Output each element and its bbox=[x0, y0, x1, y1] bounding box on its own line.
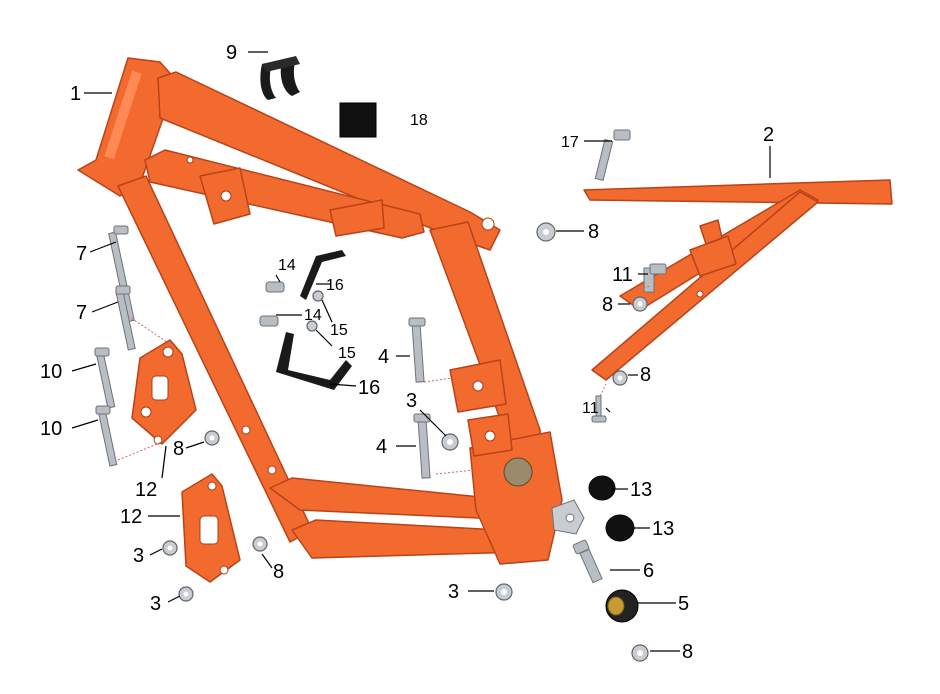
bolt-14-upper bbox=[265, 281, 285, 293]
callout-12-a: 12 bbox=[135, 479, 157, 501]
callout-5: 5 bbox=[678, 593, 689, 615]
part-18 bbox=[339, 102, 377, 138]
callout-8-c: 8 bbox=[640, 364, 651, 386]
bolt-4-lower bbox=[413, 413, 431, 479]
callout-labels: 1 2 3 3 3 3 4 4 5 6 7 7 8 8 8 8 8 8 9 10… bbox=[40, 42, 774, 663]
bolt-10-upper bbox=[94, 347, 116, 409]
callout-leaders bbox=[71, 51, 771, 652]
nut-3-b bbox=[162, 540, 178, 556]
callout-8-e: 8 bbox=[273, 561, 284, 583]
callout-11-a: 11 bbox=[612, 264, 633, 286]
rubber-13-lower bbox=[605, 514, 635, 542]
nut-8-e bbox=[252, 536, 268, 552]
bolt-6 bbox=[572, 539, 603, 584]
callout-3-d: 3 bbox=[448, 581, 459, 603]
nut-3-a bbox=[441, 433, 459, 451]
callout-16-b: 16 bbox=[358, 377, 380, 399]
bolt-17 bbox=[594, 129, 631, 181]
callout-1: 1 bbox=[70, 83, 81, 105]
callout-7-a: 7 bbox=[76, 243, 87, 265]
nut-3-d bbox=[495, 583, 513, 601]
callout-14-a: 14 bbox=[278, 257, 296, 274]
callout-8-b: 8 bbox=[602, 294, 613, 316]
washer-15-lower bbox=[306, 320, 318, 332]
nut-3-c bbox=[178, 586, 194, 602]
nut-8-b bbox=[632, 296, 648, 312]
bolt-4-upper bbox=[408, 317, 426, 383]
callout-12-b: 12 bbox=[120, 506, 142, 528]
main-frame bbox=[77, 57, 585, 565]
washer-15-upper bbox=[312, 290, 324, 302]
callout-8-f: 8 bbox=[682, 641, 693, 663]
callout-15-b: 15 bbox=[338, 345, 356, 362]
bolt-11-upper bbox=[643, 263, 667, 293]
clamp-9 bbox=[260, 56, 300, 100]
rear-subframe bbox=[583, 179, 893, 381]
callout-17: 17 bbox=[561, 134, 579, 151]
callout-3-a: 3 bbox=[406, 390, 417, 412]
callout-13-a: 13 bbox=[630, 479, 652, 501]
callout-10-b: 10 bbox=[40, 418, 62, 440]
bolt-10-lower bbox=[95, 405, 118, 467]
callout-10-a: 10 bbox=[40, 361, 62, 383]
nut-8-d bbox=[204, 430, 220, 446]
callout-16-a: 16 bbox=[326, 277, 344, 294]
callout-4-a: 4 bbox=[378, 346, 389, 368]
bracket-16-upper bbox=[300, 250, 346, 300]
callout-8-a: 8 bbox=[588, 221, 599, 243]
callout-14-b: 14 bbox=[304, 307, 322, 324]
callout-7-b: 7 bbox=[76, 302, 87, 324]
callout-8-d: 8 bbox=[173, 438, 184, 460]
nut-8-c bbox=[612, 370, 628, 386]
engine-plate-12-lower bbox=[181, 473, 241, 583]
bolt-11-lower bbox=[591, 395, 607, 423]
callout-15-a: 15 bbox=[330, 322, 348, 339]
callout-2: 2 bbox=[763, 124, 774, 146]
nut-8-a bbox=[536, 222, 556, 242]
callout-9: 9 bbox=[226, 42, 237, 64]
callout-13-b: 13 bbox=[652, 518, 674, 540]
bolt-7-upper bbox=[108, 225, 135, 323]
roller-5 bbox=[605, 589, 639, 623]
engine-plate-12-upper bbox=[131, 339, 197, 445]
bracket-16-lower bbox=[276, 332, 352, 390]
callout-6: 6 bbox=[643, 560, 654, 582]
bolt-7-lower bbox=[115, 285, 136, 351]
rubber-13-upper bbox=[588, 475, 616, 501]
callout-18: 18 bbox=[410, 112, 428, 129]
callout-11-b: 11 bbox=[582, 400, 599, 417]
callout-3-c: 3 bbox=[150, 593, 161, 615]
bolt-14-lower bbox=[259, 315, 279, 327]
nut-8-f bbox=[631, 644, 649, 662]
callout-3-b: 3 bbox=[133, 545, 144, 567]
callout-4-b: 4 bbox=[376, 436, 387, 458]
